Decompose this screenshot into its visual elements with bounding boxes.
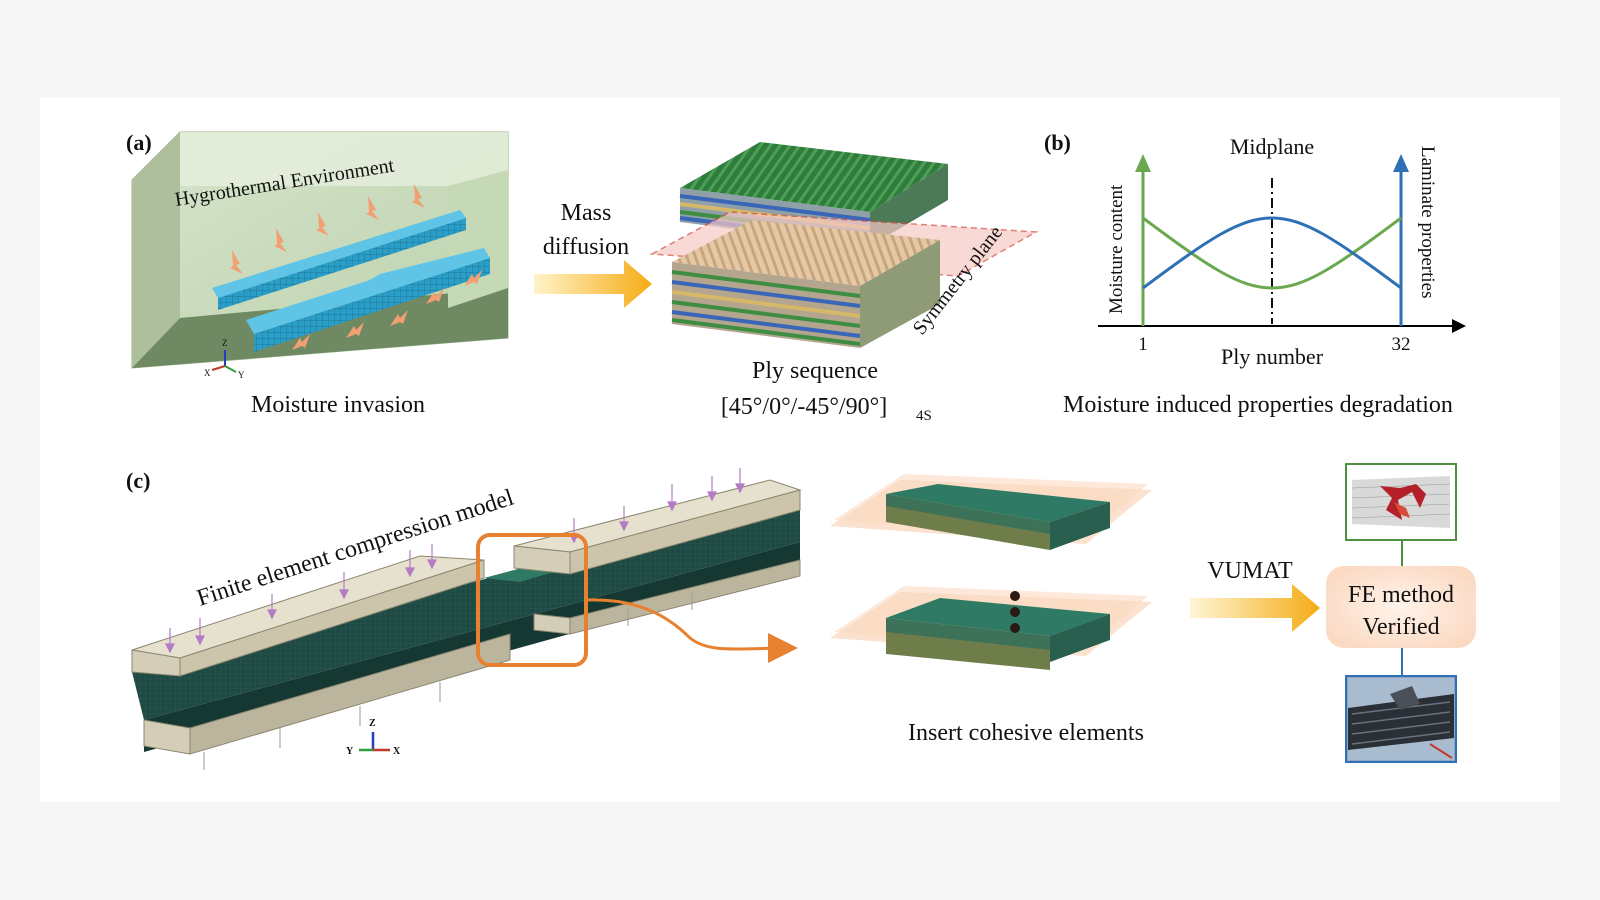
panel-c-label: (c) [126,468,150,493]
diffusion-label: diffusion [543,234,629,260]
x-start-label: 1 [1138,334,1148,355]
figure-panel: (a) Hygrothermal Environment Z X Y [40,98,1560,802]
continuation-dots [1010,591,1020,633]
x-axis-label: Ply number [1221,344,1324,369]
fe-method-label: FE method [1348,582,1454,608]
axis-y-a: Y [238,370,245,380]
property-chart [1098,154,1466,333]
axis-z-a: Z [222,338,228,348]
experiment-photo [1345,675,1457,763]
laminate-block [649,142,1039,348]
simulation-result-image [1345,463,1457,541]
moisture-invasion-caption: Moisture invasion [251,392,425,418]
vumat-arrow [1190,584,1320,632]
axis-x-a: X [204,368,211,378]
mass-diffusion-arrow [534,260,652,308]
axis-y-c: Y [346,746,354,757]
ply-sequence-subscript: 4S [916,408,932,424]
figure-canvas: (a) Hygrothermal Environment Z X Y [126,130,1476,770]
zoom-arrow [585,598,798,664]
panel-a-label: (a) [126,130,152,155]
cohesive-caption: Insert cohesive elements [908,720,1144,746]
ply-sequence-caption: Ply sequence [752,358,878,384]
degradation-caption: Moisture induced properties degradation [1063,392,1453,418]
x-end-label: 32 [1392,334,1411,355]
axis-z-c: Z [369,718,376,729]
properties-curve [1142,216,1402,290]
vumat-label: VUMAT [1207,558,1293,584]
moisture-curve [1142,216,1402,290]
ply-sequence-value: [45°/0°/-45°/90°] [721,394,887,420]
fe-verified-label: Verified [1362,614,1439,640]
y-right-label: Laminate properties [1417,146,1438,298]
axis-triad-a: Z X Y [204,338,245,380]
panel-b-label: (b) [1044,130,1071,155]
y-left-label: Moisture content [1106,184,1127,314]
mass-label: Mass [561,200,612,226]
axis-x-c: X [393,746,401,757]
midplane-label: Midplane [1230,134,1314,159]
moisture-arrows [230,184,482,350]
cohesive-layers [830,474,1152,670]
fe-verified-box [1326,566,1476,648]
specimen-bars [212,210,490,352]
axis-triad-c: Z Y X [346,718,401,757]
fe-compression-model [131,468,802,770]
